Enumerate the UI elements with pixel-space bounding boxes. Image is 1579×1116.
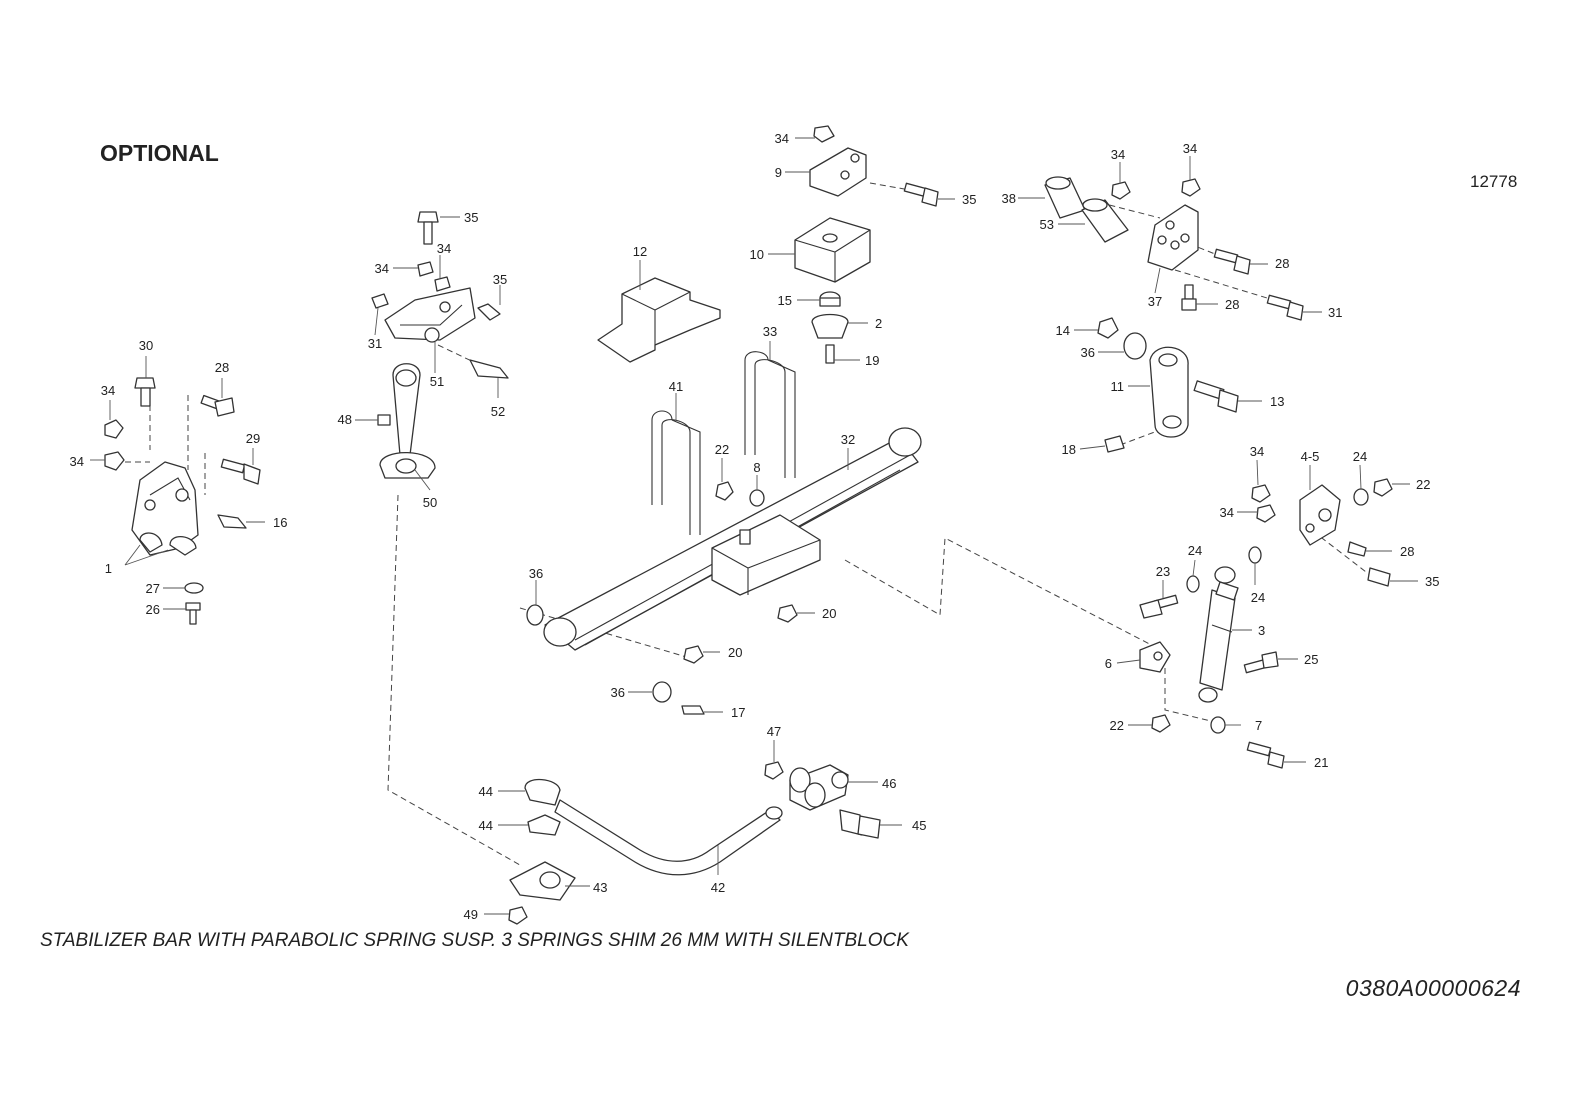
callout-48: 48 [338,412,352,427]
shackle-bracket-51 [371,211,509,379]
callout-38: 38 [1002,191,1016,206]
left-spring-hanger [131,461,247,556]
left-hardware [104,377,261,625]
callout-36a: 36 [529,566,543,581]
callout-35d: 35 [1425,574,1439,589]
callout-12: 12 [633,244,647,259]
callout-33: 33 [763,324,777,339]
callout-3: 3 [1258,623,1265,638]
callout-15: 15 [778,293,792,308]
callout-50: 50 [423,495,437,510]
callout-22: 22 [715,442,729,457]
bump-stop-bracket-12 [597,277,721,363]
callout-44b: 44 [479,818,493,833]
callout-20b: 20 [728,645,742,660]
callout-45: 45 [912,818,926,833]
callout-8: 8 [753,460,760,475]
callout-41: 41 [669,379,683,394]
callout-22b: 22 [1416,477,1430,492]
leaf-spring-32 [543,427,922,651]
callout-34d: 34 [437,241,451,256]
shock-bracket-4-5 [1251,478,1393,587]
callout-31: 31 [368,336,382,351]
callout-37: 37 [1148,294,1162,309]
shackle-link-50 [377,363,436,479]
callout-53: 53 [1040,217,1054,232]
callout-17: 17 [731,705,745,720]
callout-47: 47 [767,724,781,739]
callout-34a: 34 [101,383,115,398]
callout-31b: 31 [1328,305,1342,320]
callout-24: 24 [1188,543,1202,558]
diagram-caption: STABILIZER BAR WITH PARABOLIC SPRING SUS… [40,930,909,951]
callout-13: 13 [1270,394,1284,409]
callout-6: 6 [1105,656,1112,671]
callout-28c: 28 [1225,297,1239,312]
callout-11: 11 [1111,379,1125,394]
callout-7: 7 [1255,718,1262,733]
callout-16: 16 [273,515,287,530]
callout-19: 19 [865,353,879,368]
sheet-number: 12778 [1470,172,1518,191]
drop-link-46 [764,761,881,839]
stabilizer-bar-42 [508,778,783,925]
callout-27: 27 [146,581,160,596]
callout-14: 14 [1056,323,1070,338]
drawing-number: 0380A00000624 [1345,975,1521,1001]
callout-36c: 36 [1081,345,1095,360]
callout-46: 46 [882,776,896,791]
callout-24b: 24 [1251,590,1265,605]
callout-44a: 44 [479,784,493,799]
callout-32: 32 [841,432,855,447]
callout-26: 26 [146,602,160,617]
callout-28: 28 [215,360,229,375]
callout-51: 51 [430,374,444,389]
callout-34i: 34 [1220,505,1234,520]
callout-52: 52 [491,404,505,419]
bump-stop-10 [794,217,871,364]
spring-hardware [526,481,798,715]
callout-34e: 34 [775,131,789,146]
callout-24c: 24 [1353,449,1367,464]
callout-9: 9 [775,165,782,180]
callout-18: 18 [1062,442,1076,457]
callout-28d: 28 [1400,544,1414,559]
callout-29: 29 [246,431,260,446]
callout-34h: 34 [1250,444,1264,459]
callout-34g: 34 [1183,141,1197,156]
u-bolts [651,351,796,535]
callout-23: 23 [1156,564,1170,579]
shackle-link-11 [1097,317,1239,453]
callout-21: 21 [1314,755,1328,770]
callout-43: 43 [593,880,607,895]
callout-20: 20 [822,606,836,621]
callout-30: 30 [139,338,153,353]
callout-2: 2 [875,316,882,331]
callout-10: 10 [750,247,764,262]
callout-1: 1 [105,561,112,576]
shackle-bracket-37 [1044,176,1304,321]
bracket-9 [809,125,939,207]
callout-42: 42 [711,880,725,895]
callout-4-5: 4-5 [1301,449,1320,464]
callout-35b: 35 [493,272,507,287]
optional-label: OPTIONAL [100,140,219,166]
shock-absorber-3 [1139,546,1285,769]
callout-25: 25 [1304,652,1318,667]
callout-34c: 34 [375,261,389,276]
callout-35c: 35 [962,192,976,207]
callout-leaders [90,137,1418,915]
callout-34b: 34 [70,454,84,469]
callout-22c: 22 [1110,718,1124,733]
callout-28b: 28 [1275,256,1289,271]
callout-35a: 35 [464,210,478,225]
callout-49: 49 [464,907,478,922]
callout-labels: 1 2 3 4-5 6 7 8 9 10 11 12 13 14 15 16 1… [70,131,1440,922]
callout-36b: 36 [611,685,625,700]
callout-34f: 34 [1111,147,1125,162]
